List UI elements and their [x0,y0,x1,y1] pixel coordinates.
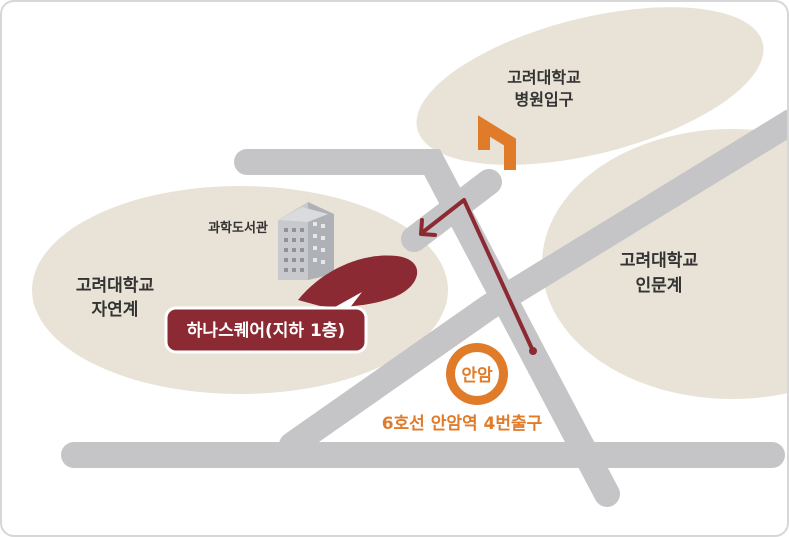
top-road [234,149,620,507]
walking-route [421,198,535,352]
hospital-entrance-area [416,7,764,165]
hana-square-label: 하나스퀘어(지하 1층) [187,321,345,341]
hana-square-location [298,255,418,307]
route-start-dot [529,347,537,355]
humanities-campus-area [542,129,787,399]
hospital-entrance-label-line1: 고려대학교 [507,68,581,87]
diagonal-road [279,109,787,458]
hospital-entrance-label-line2: 병원입구 [515,90,574,109]
route-arrowhead-icon [419,218,437,237]
natural-sciences-label-line2: 자연계 [92,300,139,320]
station-badge-label: 안암 [461,366,493,386]
humanities-label-line2: 인문계 [636,276,683,296]
science-library-building-icon [278,202,334,280]
roads [61,109,787,507]
station-exit-label: 6호선 안암역 4번출구 [382,414,543,434]
subway-station-badge-icon: 안암 [446,343,508,405]
humanities-label-line1: 고려대학교 [620,251,699,271]
science-library-label: 과학도서관 [208,220,268,236]
hana-square-label-box: 하나스퀘어(지하 1층) [164,306,368,354]
hospital-entrance-marker-icon [478,115,516,170]
natural-sciences-label-line1: 고려대학교 [76,276,155,296]
